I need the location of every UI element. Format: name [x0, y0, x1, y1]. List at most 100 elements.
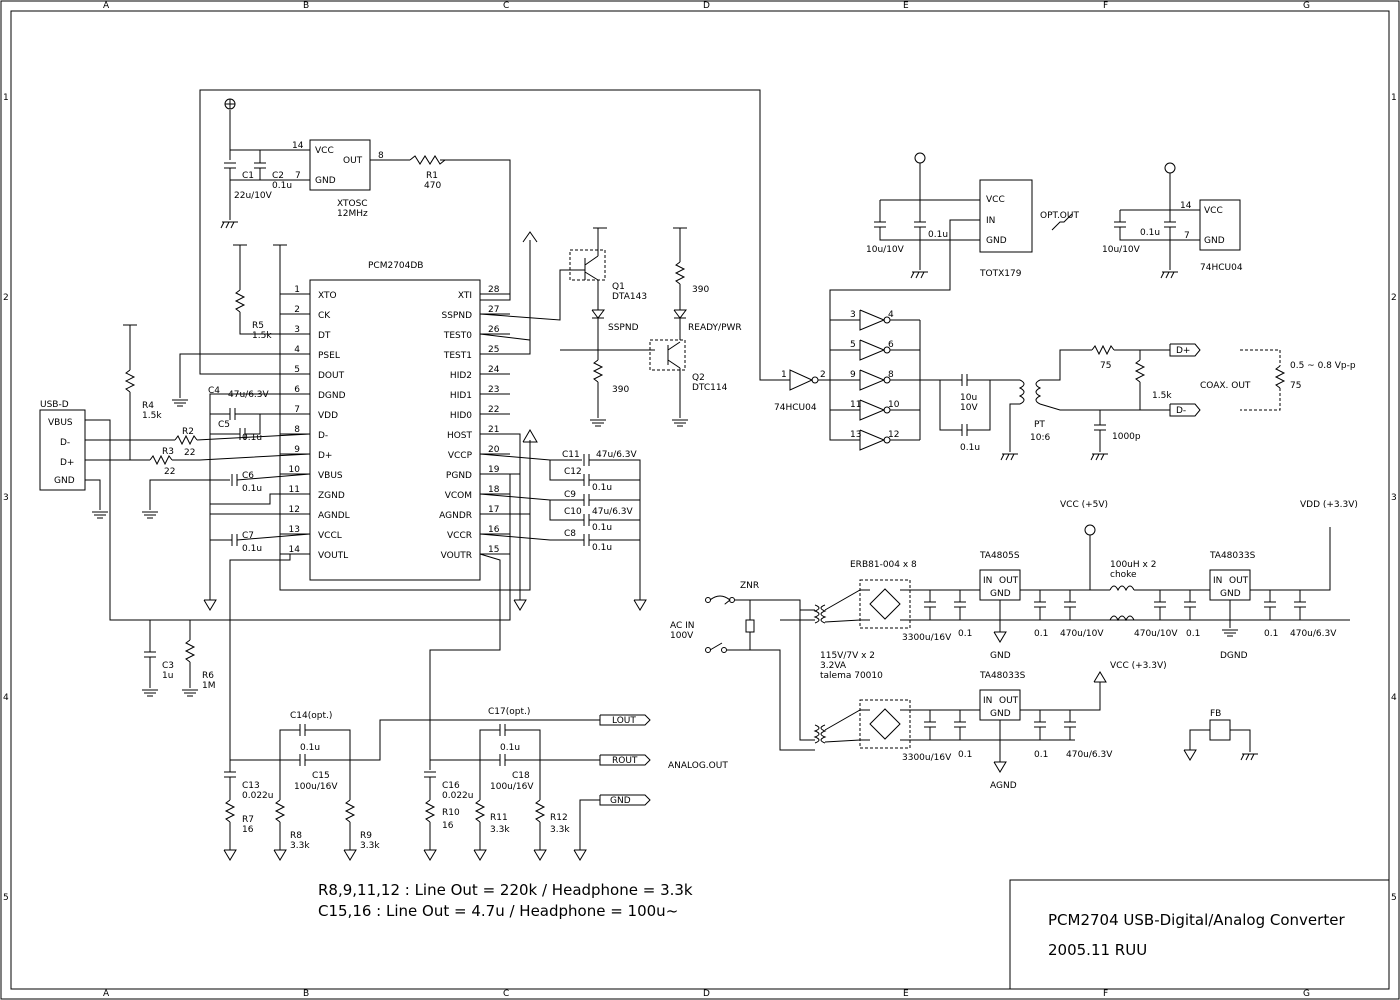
ic-pin-number: 9: [294, 445, 300, 455]
c15-value: 100u/16V: [294, 782, 338, 792]
inverter-pin-out: 10: [888, 400, 900, 410]
grid-col-label: G: [1303, 989, 1310, 999]
c8-value: 0.1u: [592, 543, 612, 553]
choke-label: 100uH x 2: [1110, 560, 1156, 570]
ic-pin-name: HID2: [450, 371, 472, 381]
hc-name: 74HCU04: [1200, 263, 1243, 273]
reg1-gnd-net: GND: [990, 651, 1011, 661]
ic-pin-name: D+: [318, 451, 332, 461]
ground-symbol: [220, 221, 238, 229]
grid-col-label: D: [703, 989, 710, 999]
grid-col-label: A: [103, 989, 110, 999]
reg1-gnd: GND: [990, 589, 1011, 599]
c10-label: C10: [564, 507, 582, 517]
r8-label: R8: [290, 831, 302, 841]
coax-dminus-tag: D-: [1176, 406, 1186, 416]
grid-row-label: 3: [3, 493, 9, 503]
c18-label: C18: [512, 771, 530, 781]
analog-out-label: ANALOG.OUT: [668, 761, 728, 771]
reg2-in: IN: [1213, 576, 1222, 586]
ic-right-pins: 28XTI27SSPND26TEST025TEST124HID223HID122…: [439, 285, 510, 561]
r7-label: R7: [242, 815, 254, 825]
ps-c3300a: 3300u/16V: [902, 633, 952, 643]
grid-row-label: 4: [1391, 693, 1397, 703]
ic-pin-name: DT: [318, 331, 331, 341]
grid-row-label: 1: [1391, 93, 1397, 103]
c4-value: 47u/6.3V: [228, 390, 270, 400]
ic-pin-name: DOUT: [318, 371, 345, 381]
usb-pin-gnd: GND: [54, 476, 75, 486]
totx-vcc: VCC: [986, 195, 1005, 205]
grid-row-label: 5: [3, 893, 9, 903]
ic-pin-number: 17: [488, 505, 499, 515]
r9-label: R9: [360, 831, 372, 841]
coax-vpp: 0.5 ~ 0.8 Vp-p: [1290, 361, 1356, 371]
r4-pullup: R4 1.5k: [123, 324, 162, 460]
c16-value: 0.022u: [442, 791, 473, 801]
inverter-out-pin: 2: [820, 370, 826, 380]
c7-value: 0.1u: [242, 544, 262, 554]
grid-col-label: B: [303, 989, 309, 999]
coax-cap-voltage: 10V: [960, 403, 978, 413]
c16-label: C16: [442, 781, 460, 791]
c2-value: 0.1u: [272, 181, 292, 191]
ic-pin-number: 3: [294, 325, 300, 335]
usb-pin-dplus: D+: [60, 458, 74, 468]
coax-cap-value: 10u: [960, 393, 977, 403]
grid-row-label: 2: [3, 293, 9, 303]
power-supply: ZNR AC IN 100V 115V/7V x 2 3.2VA talema …: [670, 500, 1358, 791]
ic-pin-name: PSEL: [318, 351, 340, 361]
grid-col-label: C: [503, 1, 509, 11]
ic-pin-number: 26: [488, 325, 500, 335]
ic-pin-name: CK: [318, 311, 331, 321]
ps-c470b: 470u/10V: [1134, 629, 1178, 639]
c1-label: C1: [242, 171, 254, 181]
reg1-in: IN: [983, 576, 992, 586]
lout-tag: LOUT: [612, 716, 636, 726]
note-capacitors: C15,16 : Line Out = 4.7u / Headphone = 1…: [318, 902, 678, 920]
ic-pin-name: ZGND: [318, 491, 345, 501]
coax-cap2-value: 0.1u: [960, 443, 980, 453]
c13-label: C13: [242, 781, 260, 791]
usb-pin-dminus: D-: [60, 438, 70, 448]
c4-c5: C4 47u/6.3V C5 0.1u: [203, 386, 310, 611]
gnd-tag: GND: [610, 796, 631, 806]
grid-col-label: G: [1303, 1, 1310, 11]
grid-row-label: 4: [3, 693, 9, 703]
ic-pin-name: DGND: [318, 391, 346, 401]
ps-c470a: 470u/10V: [1060, 629, 1104, 639]
ps-c3300b: 3300u/16V: [902, 753, 952, 763]
r5-label: R5: [252, 321, 264, 331]
inverter-pin-in: 13: [850, 430, 861, 440]
drawing-date: 2005.11 RUU: [1048, 941, 1147, 959]
c12-label: C12: [564, 467, 582, 477]
grid-row-label: 1: [3, 93, 9, 103]
ic-pin-name: D-: [318, 431, 328, 441]
r2-label: R2: [182, 427, 194, 437]
ic-pin-name: VBUS: [318, 471, 343, 481]
r1-label: R1: [426, 171, 438, 181]
ic-pin-name: VCCL: [318, 531, 342, 541]
r9-value: 3.3k: [360, 841, 380, 851]
c14-value: 0.1u: [300, 743, 320, 753]
ic-pin-name: HOST: [447, 431, 473, 441]
coax-r75: 75: [1100, 361, 1111, 371]
inverter-pin-in: 5: [850, 340, 856, 350]
grid-row-label: 3: [1391, 493, 1397, 503]
reg2-name: TA48033S: [1209, 551, 1256, 561]
ps-c470d: 470u/6.3V: [1066, 750, 1113, 760]
c10-value-2: 0.1u: [592, 523, 612, 533]
ic-pin-name: SSPND: [441, 311, 472, 321]
ic-pin-name: PGND: [446, 471, 472, 481]
vcc33-label: VCC (+3.3V): [1110, 661, 1167, 671]
ic-left-pins: 1XTO2CK3DT4PSEL5DOUT6DGND7VDD8D-9D+10VBU…: [280, 285, 350, 561]
ic-pin-number: 7: [294, 405, 300, 415]
ic-pin-number: 6: [294, 385, 300, 395]
ic-pin-name: TEST1: [443, 351, 472, 361]
rout-tag: ROUT: [612, 756, 638, 766]
inverter-pin-in: 9: [850, 370, 856, 380]
ic-pin-name: AGNDR: [439, 511, 472, 521]
